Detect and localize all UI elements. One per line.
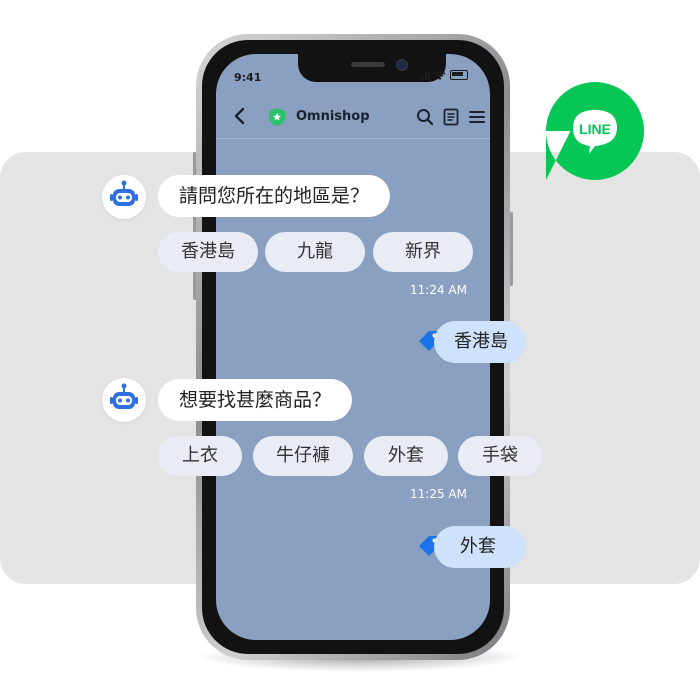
bot-avatar <box>102 378 146 422</box>
bot-question-bubble: 想要找甚麼商品？ <box>158 379 353 421</box>
back-icon[interactable] <box>230 106 250 126</box>
quick-reply-chip[interactable]: 香港島 <box>158 232 258 272</box>
bot-avatar <box>102 175 146 219</box>
volume-up-button <box>193 194 196 242</box>
quick-reply-chip[interactable]: 牛仔褲 <box>253 436 353 476</box>
front-camera <box>396 59 408 71</box>
wifi-icon <box>434 70 446 80</box>
quick-reply-chip[interactable]: 新界 <box>373 232 473 272</box>
message-timestamp: 11:24 AM <box>410 283 467 297</box>
shield-icon <box>269 108 285 126</box>
status-time: 9:41 <box>234 71 262 84</box>
user-reply-bubble: 香港島 <box>434 321 526 363</box>
battery-icon <box>450 70 468 80</box>
search-icon[interactable] <box>416 108 434 126</box>
signal-icon <box>419 70 430 80</box>
bot-question-bubble: 請問您所在的地區是？ <box>158 175 391 217</box>
quick-reply-chip[interactable]: 九龍 <box>265 232 365 272</box>
quick-reply-chip[interactable]: 手袋 <box>458 436 542 476</box>
quick-reply-chip[interactable]: 上衣 <box>158 436 242 476</box>
brand-name: Omnishop <box>296 109 370 124</box>
menu-icon[interactable] <box>468 108 486 126</box>
message-timestamp: 11:25 AM <box>410 487 467 501</box>
notch <box>298 54 446 82</box>
status-icons <box>419 70 468 80</box>
line-badge-label: LINE <box>579 121 611 137</box>
user-reply-bubble: 外套 <box>434 526 526 568</box>
speaker-grille <box>351 62 385 67</box>
robot-icon <box>110 180 138 206</box>
quick-reply-chip[interactable]: 外套 <box>364 436 448 476</box>
power-button <box>510 212 513 286</box>
line-logo-badge: LINE <box>546 82 644 180</box>
header-divider <box>216 138 490 139</box>
volume-down-button <box>193 252 196 300</box>
robot-icon <box>110 383 138 409</box>
mute-switch <box>193 152 196 178</box>
chat-header: Omnishop <box>216 100 490 134</box>
document-icon[interactable] <box>442 108 460 126</box>
